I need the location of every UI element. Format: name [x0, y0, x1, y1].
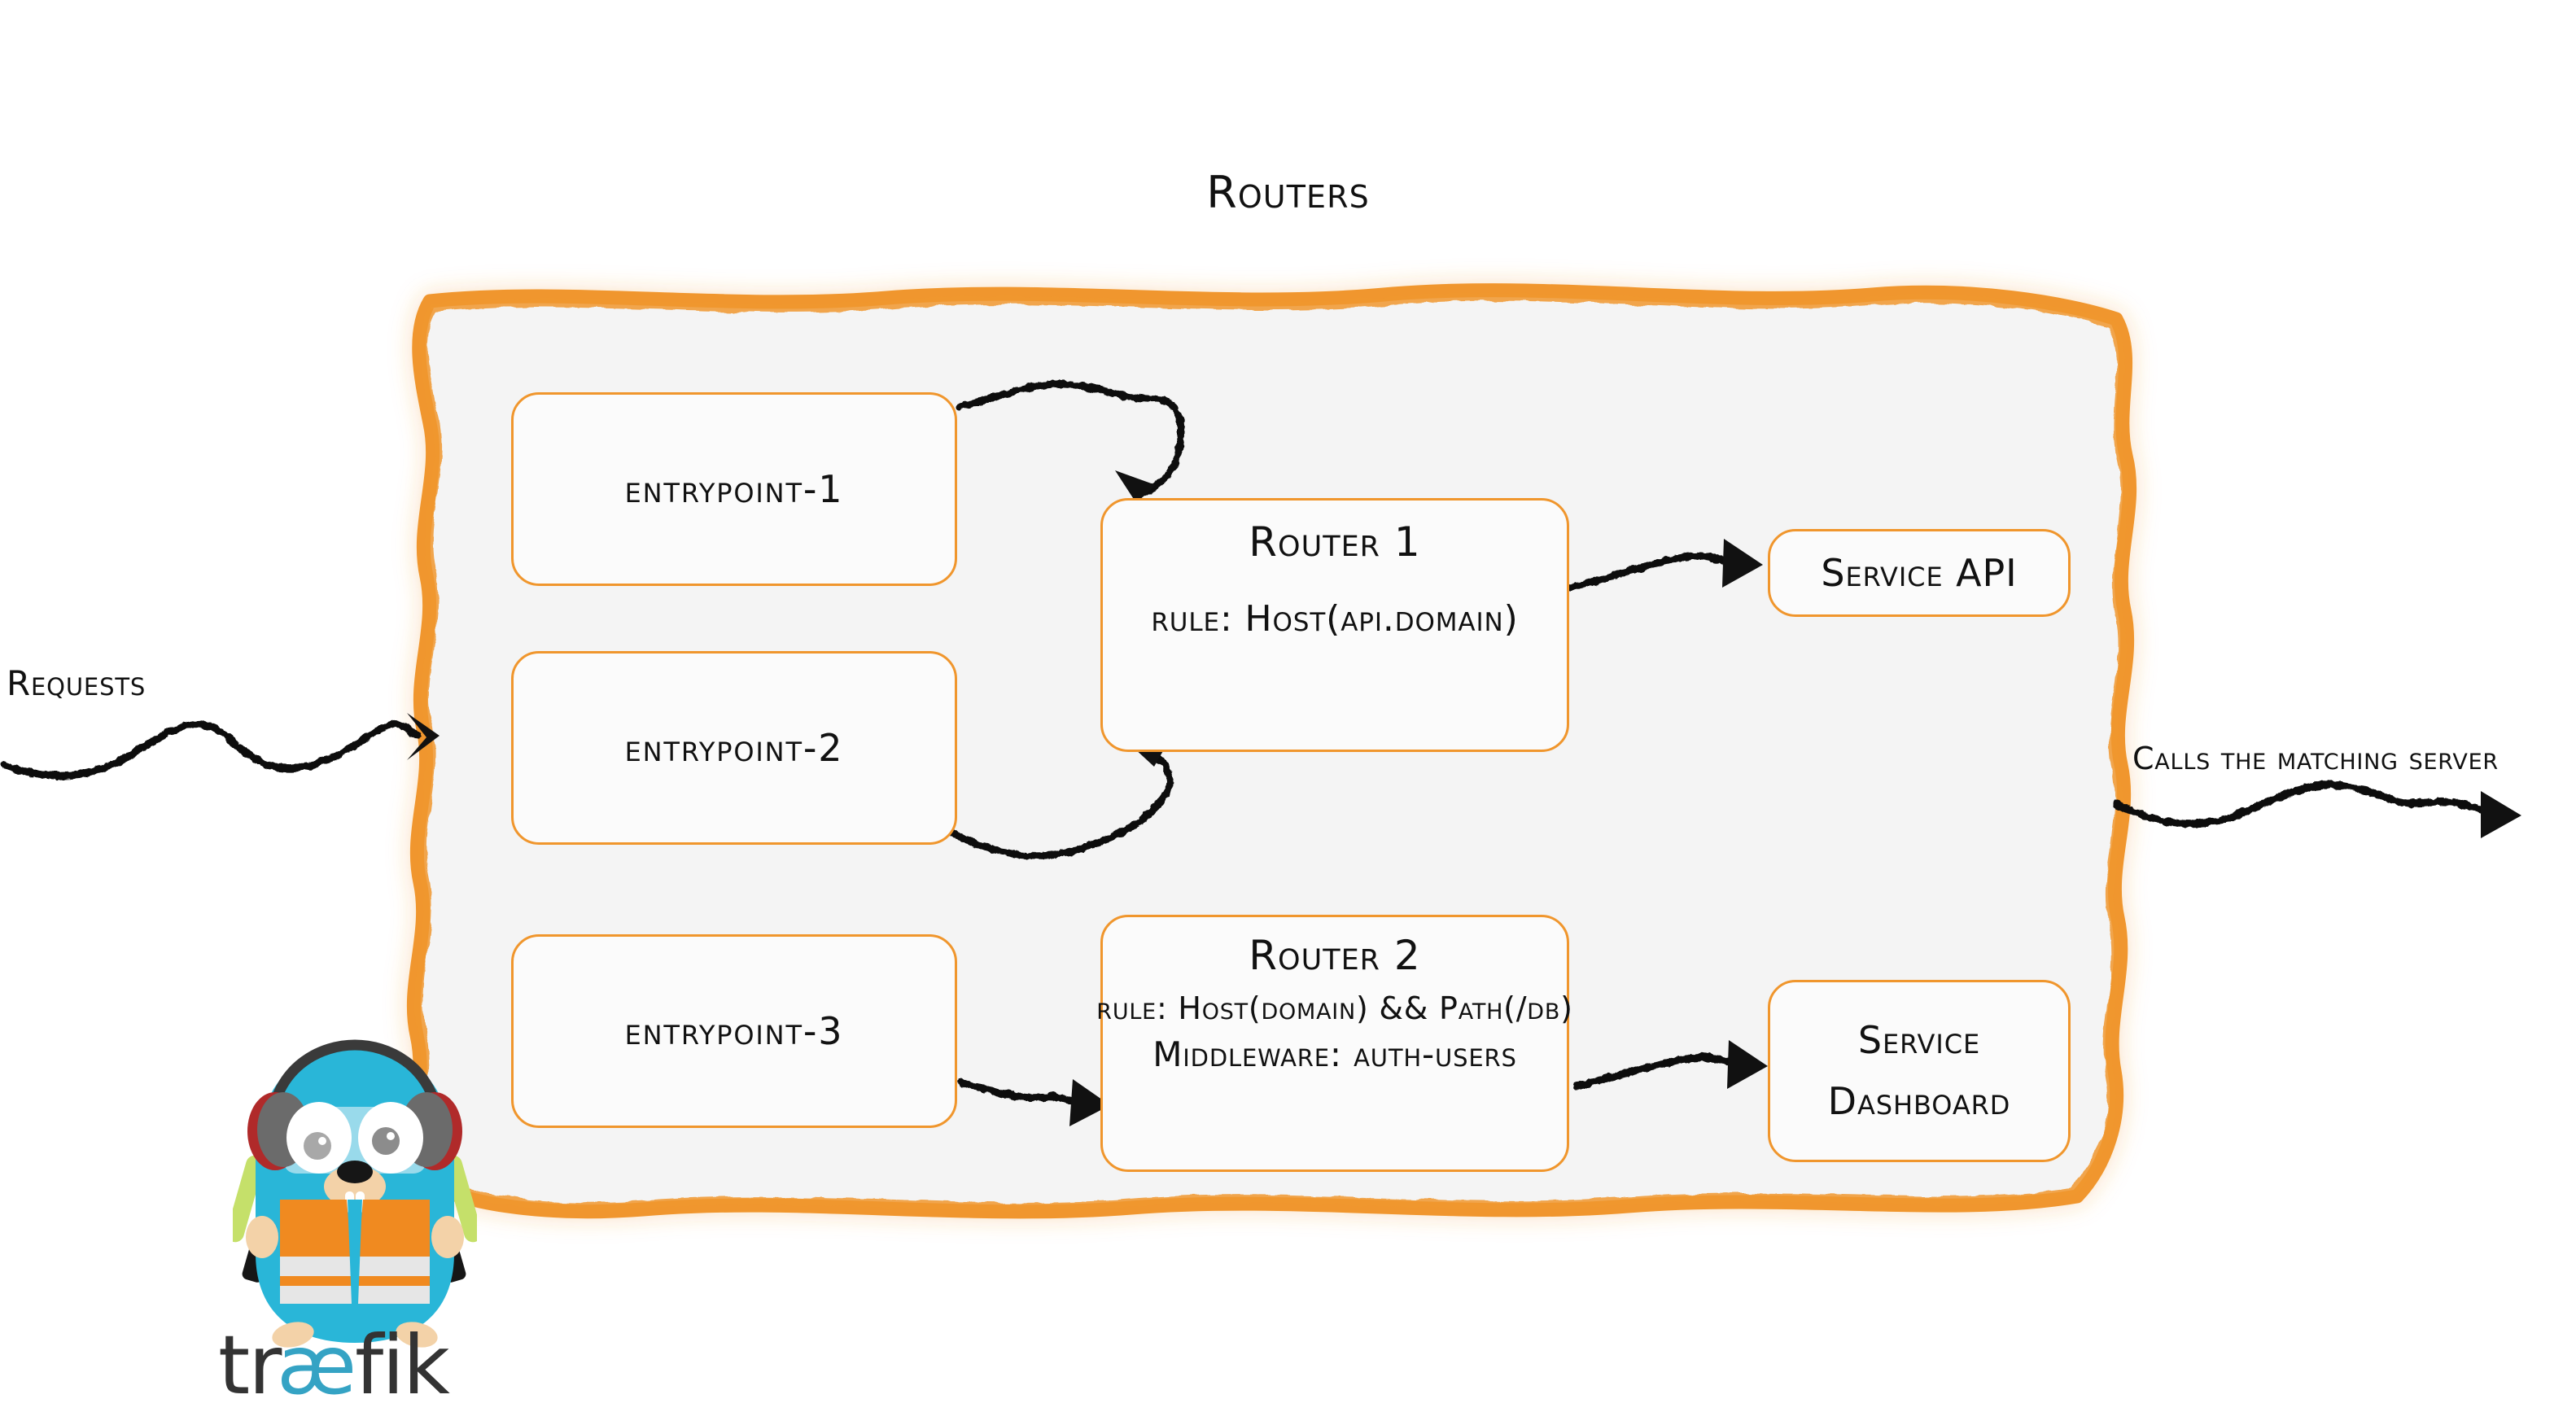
arrow-ep3-to-router2 [958, 1078, 1083, 1108]
arrow-requests-to-container [1, 720, 421, 780]
service-dashboard-label-line1: Service [1857, 1018, 1981, 1063]
router-2-rule: rule: Host(domain) && Path(/db) [1096, 990, 1573, 1026]
router-1-box[interactable]: Router 1 rule: Host(api.domain) [1100, 498, 1569, 752]
entrypoint-3-label: entrypoint-3 [624, 1009, 844, 1053]
traefik-logo: tr æ fik [218, 1032, 505, 1412]
arrow-router2-to-servicedashboard [1573, 1053, 1741, 1090]
arrow-container-to-calls [2112, 780, 2495, 828]
arrow-ep1-to-router1 [955, 380, 1185, 497]
router-2-title: Router 2 [1249, 932, 1421, 979]
arrowhead-serviceapi [1722, 539, 1763, 588]
traefik-wordmark: tr æ fik [218, 1318, 452, 1412]
entrypoint-1-label: entrypoint-1 [624, 467, 844, 511]
service-dashboard-label-line2: Dashboard [1827, 1079, 2011, 1123]
svg-text:æ: æ [277, 1318, 355, 1412]
router-2-middleware: Middleware: auth-users [1152, 1034, 1517, 1074]
arrowhead-servicedashboard [1727, 1040, 1768, 1089]
service-api-label: Service API [1821, 551, 2018, 595]
gopher-mascot-icon [233, 1039, 477, 1348]
entrypoint-1-box[interactable]: entrypoint-1 [511, 392, 957, 586]
arrowhead-requests [407, 713, 440, 760]
entrypoint-3-box[interactable]: entrypoint-3 [511, 934, 957, 1128]
requests-caption: Requests [7, 663, 147, 703]
service-api-box[interactable]: Service API [1768, 529, 2071, 617]
svg-text:fik: fik [355, 1318, 450, 1412]
router-2-box[interactable]: Router 2 rule: Host(domain) && Path(/db)… [1096, 915, 1572, 1172]
arrow-ep2-to-router1 [940, 750, 1174, 859]
page-title: Routers [1206, 167, 1370, 218]
router-1-title: Router 1 [1249, 518, 1421, 566]
arrow-router1-to-serviceapi [1565, 552, 1736, 592]
safety-vest [280, 1200, 430, 1304]
router-1-rule: rule: Host(api.domain) [1151, 598, 1519, 640]
entrypoint-2-box[interactable]: entrypoint-2 [511, 651, 957, 845]
arrowhead-calls [2481, 791, 2521, 838]
calls-matching-server-caption: Calls the matching server [2132, 741, 2499, 776]
service-dashboard-box[interactable]: Service Dashboard [1768, 980, 2071, 1162]
entrypoint-2-label: entrypoint-2 [624, 726, 844, 770]
svg-text:tr: tr [218, 1318, 282, 1412]
